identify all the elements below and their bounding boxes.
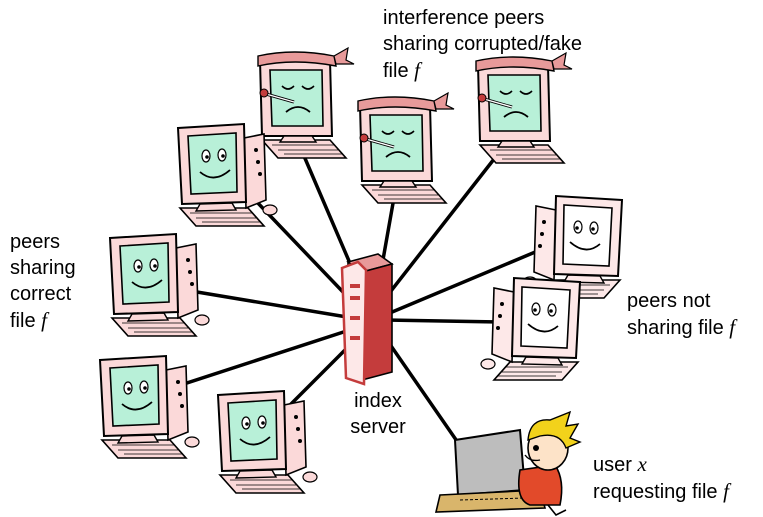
label-text: file (10, 310, 36, 332)
label-line: server (350, 416, 406, 438)
sick-computer-icon (356, 91, 456, 205)
label-text: requesting file (593, 481, 718, 503)
file-variable: f (729, 315, 736, 339)
label-text: sharing file (627, 317, 724, 339)
sick-computer-icon (256, 46, 356, 160)
label-text: user (593, 454, 632, 476)
label-line: peers (10, 231, 61, 253)
happy-computer-icon (99, 355, 200, 459)
index-server-icon (340, 253, 394, 386)
link (378, 328, 472, 462)
file-variable: f (414, 58, 420, 82)
label-line: index (354, 390, 402, 412)
happy-computer-icon (177, 123, 278, 227)
label-line: correct (10, 283, 72, 305)
user-requesting-label: user x requesting file f (593, 451, 729, 505)
link (383, 318, 502, 324)
link (378, 143, 507, 307)
label-line: requesting file f (593, 478, 729, 505)
label-line: file f (10, 307, 76, 334)
link (383, 248, 542, 317)
link (183, 288, 367, 322)
correct-peers-label: peers sharing correct file f (10, 229, 76, 334)
non-sharing-peers-label: peers not sharing file f (627, 288, 735, 341)
pale-computer-icon (480, 277, 581, 381)
label-text: file (383, 60, 409, 82)
label-line: sharing (10, 257, 76, 279)
interference-peers-label: interference peers sharing corrupted/fak… (383, 5, 582, 84)
label-line: peers not (627, 290, 711, 312)
index-server-label: index server (338, 388, 418, 440)
label-line: user x (593, 451, 729, 478)
label-line: sharing file f (627, 314, 735, 341)
happy-computer-icon (217, 390, 318, 494)
label-line: file f (383, 57, 582, 84)
user-variable: x (637, 452, 647, 476)
file-variable: f (723, 479, 729, 503)
user-at-computer-icon (434, 410, 582, 517)
label-line: sharing corrupted/fake (383, 33, 583, 55)
happy-computer-icon (109, 233, 210, 337)
label-line: interference peers (383, 7, 545, 29)
file-variable: f (41, 308, 47, 332)
